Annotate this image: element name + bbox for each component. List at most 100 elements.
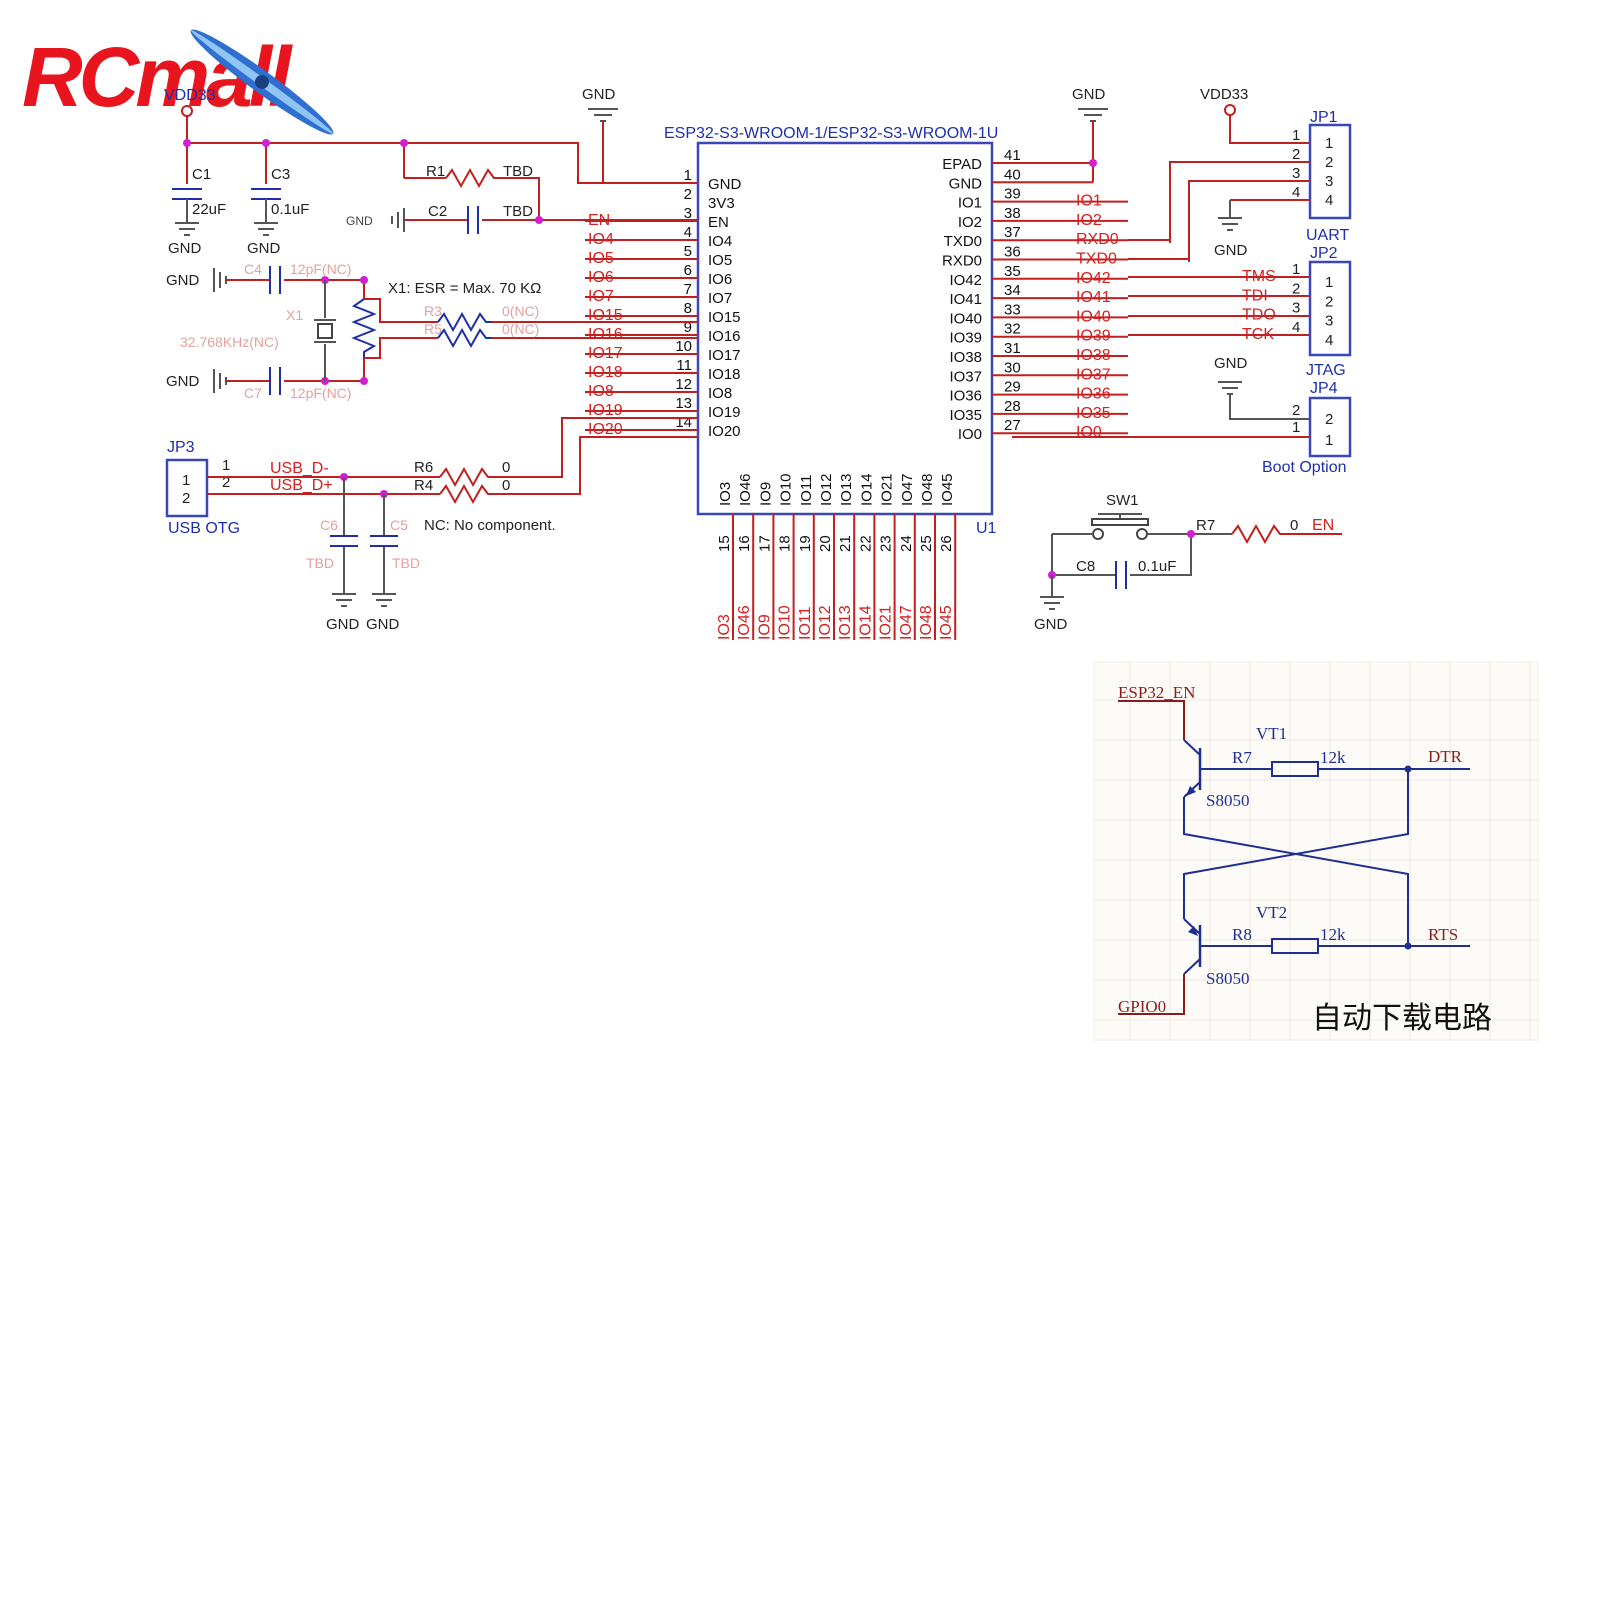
jp4-pin1: 1	[1325, 432, 1333, 449]
pin-name: IO16	[708, 328, 741, 345]
pin-number: 32	[1004, 321, 1021, 338]
pin-number: 9	[684, 319, 692, 336]
pin-number: 22	[857, 535, 874, 552]
jtag-label: JTAG	[1306, 362, 1346, 379]
boot-connector: JP4 2 1 2 1 Boot Option	[1012, 380, 1352, 476]
jp4-pin1-num: 1	[1292, 419, 1300, 436]
r4-ref: R4	[414, 477, 433, 494]
pin-name: IO37	[949, 368, 982, 385]
pin-name: IO41	[949, 291, 982, 308]
pin-number: 6	[684, 262, 692, 279]
pin-number: 2	[684, 186, 692, 203]
boot-option-label: Boot Option	[1262, 459, 1347, 476]
r7-value: 0	[1290, 517, 1298, 534]
jp3-pin2: 2	[182, 490, 190, 507]
c2-ref: C2	[428, 203, 447, 220]
net-label: IO7	[588, 288, 614, 305]
pin-name: TXD0	[944, 233, 982, 250]
gnd-label-c3: GND	[247, 240, 281, 257]
c5-ref: C5	[390, 517, 408, 533]
jtag-pin-num-3: 3	[1292, 300, 1300, 317]
pin-number: 7	[684, 281, 692, 298]
net-label: IO11	[797, 606, 814, 640]
pin-name: IO10	[778, 473, 795, 506]
pin-name: IO39	[949, 330, 982, 347]
uart-pin-num-3: 3	[1292, 165, 1300, 182]
x1-frequency: 32.768KHz(NC)	[180, 334, 279, 350]
r3-value: 0(NC)	[502, 303, 539, 319]
pin-name: IO11	[798, 475, 815, 506]
usb-dplus-net: USB_D+	[270, 477, 333, 494]
pin-name: GND	[949, 175, 983, 192]
net-label: IO9	[756, 614, 773, 640]
gnd-label-c5: GND	[366, 616, 400, 633]
x1-esr-note: X1: ESR = Max. 70 KΩ	[388, 280, 541, 297]
net-label: IO21	[878, 605, 895, 640]
gnd-label-c1: GND	[168, 240, 202, 257]
r6-value: 0	[502, 459, 510, 476]
pin-name: IO14	[858, 473, 875, 506]
jtag-pin-num-1: 1	[1292, 261, 1300, 278]
jtag-net-tdi: TDI	[1242, 287, 1268, 304]
pin-name: IO3	[717, 482, 734, 506]
pin-number: 19	[797, 535, 814, 552]
pin-name: IO38	[949, 349, 982, 366]
r5-value: 0(NC)	[502, 321, 539, 337]
net-label: IO4	[588, 231, 614, 248]
r7-ref: R7	[1196, 517, 1215, 534]
c7-ref: C7	[244, 385, 262, 401]
pin-name: IO12	[818, 473, 835, 506]
pin-name: IO17	[708, 347, 741, 364]
ground-icon	[254, 222, 278, 236]
net-label: IO10	[777, 605, 794, 640]
net-label: IO19	[588, 402, 623, 419]
pin-number: 1	[684, 167, 692, 184]
jp3-ref: JP3	[167, 439, 195, 456]
net-label: IO46	[736, 605, 753, 640]
pin-number: 38	[1004, 205, 1021, 222]
gnd-label-sw: GND	[1034, 616, 1068, 633]
pin-number: 12	[675, 376, 692, 393]
pin-number: 39	[1004, 186, 1021, 203]
c8-ref: C8	[1076, 558, 1095, 575]
ground-icon	[391, 208, 405, 232]
r7-dl-value: 12k	[1320, 748, 1346, 767]
net-label: IO20	[588, 421, 623, 438]
pin-number: 16	[736, 535, 753, 552]
gpio0-net: GPIO0	[1118, 997, 1166, 1016]
pin-name: IO35	[949, 407, 982, 424]
c2-value: TBD	[503, 203, 533, 220]
c8-value: 0.1uF	[1138, 558, 1176, 575]
pin-name: IO2	[958, 214, 982, 231]
jtag-pin-4: 4	[1325, 332, 1333, 349]
net-label: IO17	[588, 345, 623, 362]
pin-number: 18	[777, 535, 794, 552]
usb-otg-label: USB OTG	[168, 520, 240, 537]
ground-icon	[213, 268, 227, 292]
net-label: IO42	[1076, 270, 1111, 287]
pin-number: 5	[684, 243, 692, 260]
jp4-ref: JP4	[1310, 380, 1338, 397]
net-label: IO40	[1076, 308, 1111, 325]
module-title: ESP32-S3-WROOM-1/ESP32-S3-WROOM-1U	[664, 125, 998, 142]
net-label: IO37	[1076, 366, 1111, 383]
net-label: IO12	[817, 605, 834, 640]
c1-ref: C1	[192, 166, 211, 183]
pin-number: 28	[1004, 398, 1021, 415]
r8-dl-ref: R8	[1232, 925, 1252, 944]
